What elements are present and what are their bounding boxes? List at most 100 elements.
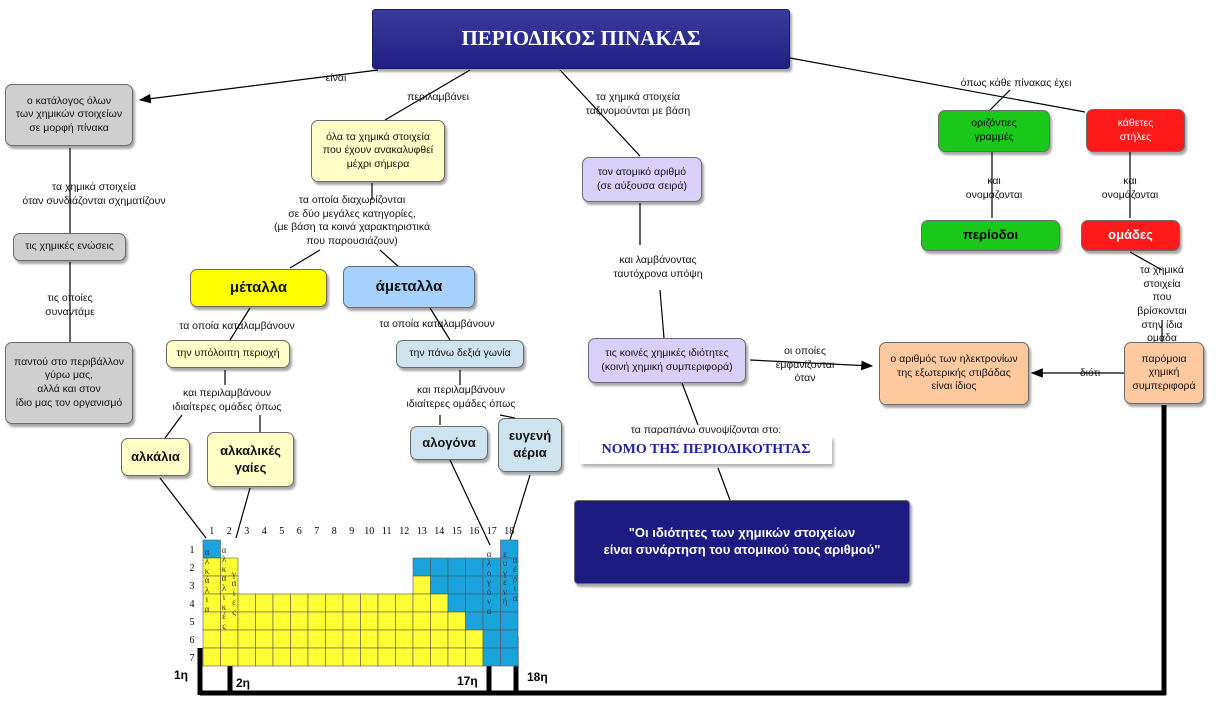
table-cell bbox=[220, 629, 239, 649]
vertical-letter: λ bbox=[486, 558, 492, 569]
everywhere-box: παντού στο περιβάλλον γύρω μας, αλλά και… bbox=[5, 342, 133, 424]
vertical-letter: λ bbox=[204, 584, 210, 595]
vertical-letter: ό bbox=[486, 586, 492, 597]
table-cell bbox=[377, 629, 396, 649]
label-include-groups1: και περιλαμβάνουν ιδιαίτερες ομάδες όπως bbox=[172, 387, 282, 413]
table-cell bbox=[482, 629, 501, 649]
group-number: 6 bbox=[297, 526, 302, 537]
period-number: 1 bbox=[190, 545, 195, 556]
period-number: 4 bbox=[190, 599, 195, 610]
table-cell bbox=[272, 629, 291, 649]
table-cell bbox=[290, 611, 309, 631]
vertical-letter: λ bbox=[221, 554, 227, 565]
label-occupy1: τα οποία καταλαμβάνουν bbox=[179, 320, 295, 332]
table-cell bbox=[412, 575, 431, 595]
group17-marker: 17η bbox=[457, 674, 478, 688]
group-number: 12 bbox=[399, 526, 409, 537]
table-cell bbox=[342, 647, 361, 667]
table-cell bbox=[465, 611, 484, 631]
vertical-letter: ι bbox=[222, 592, 226, 603]
common-props-box: τις κοινές χημικές ιδιότητες (κοινή χημι… bbox=[588, 338, 746, 383]
table-cell bbox=[202, 629, 221, 649]
table-cell bbox=[395, 611, 414, 631]
table-cell bbox=[412, 593, 431, 613]
group-number: 14 bbox=[434, 526, 444, 537]
table-cell bbox=[325, 611, 344, 631]
vertical-letter: ς bbox=[222, 620, 226, 631]
label-and-named2: και ονομάζονται bbox=[1101, 175, 1159, 201]
table-cell bbox=[430, 647, 449, 667]
table-cell bbox=[342, 593, 361, 613]
table-cell bbox=[255, 629, 274, 649]
label-taking-into-account: και λαμβάνοντας ταυτόχρονα υπόψη bbox=[613, 254, 703, 280]
vertical-letter: ά bbox=[204, 575, 210, 586]
table-cell bbox=[272, 593, 291, 613]
vertical-letter: κ bbox=[221, 601, 227, 612]
table-cell bbox=[202, 647, 221, 667]
group-number: 2 bbox=[227, 526, 232, 537]
label-and-named1: και ονομάζονται bbox=[965, 175, 1023, 201]
table-cell bbox=[395, 647, 414, 667]
table-cell bbox=[272, 611, 291, 631]
catalog-box: ο κατάλογος όλων των χημικών στοιχείων σ… bbox=[5, 84, 133, 146]
vertical-letter: γ bbox=[232, 569, 236, 579]
periods-box: περίοδοι bbox=[921, 220, 1060, 251]
vertical-letter: α bbox=[486, 605, 492, 616]
periodicity-law-text: ΝΟΜΟ ΤΗΣ ΠΕΡΙΟΔΙΚΟΤΗΤΑΣ bbox=[601, 442, 811, 457]
vertical-letter: ε bbox=[503, 549, 507, 559]
alkali-box: αλκάλια bbox=[121, 438, 190, 476]
table-cell bbox=[255, 647, 274, 667]
metals-box: μέταλλα bbox=[190, 269, 327, 307]
period-number: 3 bbox=[190, 581, 195, 592]
vertical-letter: ι bbox=[205, 594, 209, 605]
table-cell bbox=[500, 647, 519, 667]
vertical-letter: ρ bbox=[512, 573, 518, 584]
groups-box: ομάδες bbox=[1081, 220, 1180, 251]
table-cell bbox=[412, 557, 431, 577]
columns-box: κάθετες στήλες bbox=[1086, 109, 1185, 152]
table-cell bbox=[237, 629, 256, 649]
table-cell bbox=[325, 629, 344, 649]
table-cell bbox=[430, 557, 449, 577]
group-number: 16 bbox=[469, 526, 479, 537]
vertical-letter: ν bbox=[502, 586, 508, 597]
table-cell bbox=[202, 611, 221, 631]
vertical-letter: έ bbox=[513, 564, 517, 575]
table-cell bbox=[237, 647, 256, 667]
noble-gases-box: ευγενή αέρια bbox=[498, 418, 562, 472]
vertical-letter: ι bbox=[513, 583, 517, 594]
vertical-letter: α bbox=[204, 603, 210, 614]
period-number: 5 bbox=[190, 617, 195, 628]
vertical-letter: κ bbox=[204, 565, 210, 576]
table-cell bbox=[360, 629, 379, 649]
atomic-number-box: τον ατομικό αριθμό (σε αύξουσα σειρά) bbox=[582, 157, 702, 202]
label-divided: τα οποία διαχωρίζονται σε δύο μεγάλες κα… bbox=[273, 194, 431, 247]
group18-marker: 18η bbox=[527, 670, 548, 684]
group-number: 5 bbox=[279, 526, 284, 537]
table-cell bbox=[272, 647, 291, 667]
table-cell bbox=[255, 611, 274, 631]
period-number: 7 bbox=[190, 653, 195, 664]
table-cell bbox=[360, 647, 379, 667]
table-cell bbox=[377, 647, 396, 667]
vertical-letter: ς bbox=[232, 606, 236, 617]
table-cell bbox=[307, 647, 326, 667]
table-cell bbox=[447, 593, 466, 613]
group-number: 8 bbox=[332, 526, 337, 537]
label-include-groups2: και περιλαμβάνουν ιδιαίτερες ομάδες όπως bbox=[406, 384, 516, 410]
vertical-letter: κ bbox=[221, 563, 227, 574]
table-cell bbox=[447, 557, 466, 577]
vertical-letter: α bbox=[231, 578, 237, 589]
vertical-letter: έ bbox=[222, 611, 226, 622]
table-cell bbox=[412, 629, 431, 649]
vertical-letter: ε bbox=[232, 597, 236, 608]
period-number: 6 bbox=[190, 635, 195, 646]
table-cell bbox=[360, 611, 379, 631]
table-cell bbox=[430, 575, 449, 595]
